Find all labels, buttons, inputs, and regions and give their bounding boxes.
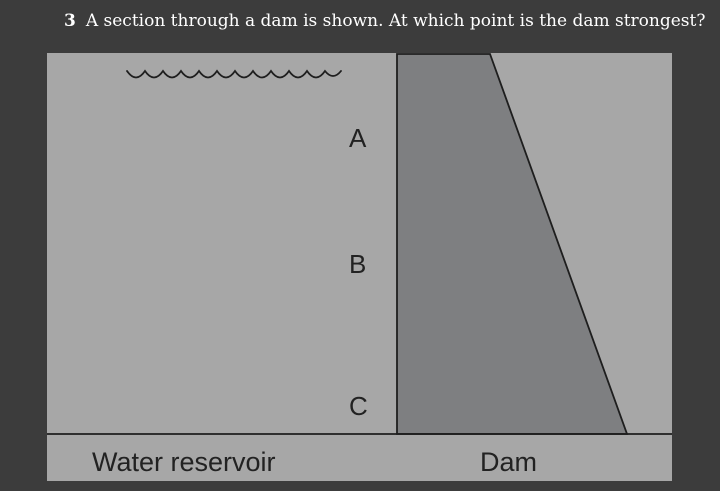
water-reservoir-label: Water reservoir <box>92 447 276 477</box>
question-number: 3 <box>64 11 76 31</box>
point-b-label: B <box>349 249 367 279</box>
dam-diagram: A B C Water reservoir Dam <box>47 53 672 481</box>
dam-label: Dam <box>480 447 538 477</box>
question-text: 3 A section through a dam is shown. At wh… <box>64 8 705 34</box>
dam-cross-section <box>47 53 672 435</box>
point-c-label: C <box>349 391 368 421</box>
water-surface-waves <box>126 69 342 79</box>
dam-body <box>396 53 629 435</box>
point-a-label: A <box>349 123 367 153</box>
question-prompt: A section through a dam is shown. At whi… <box>85 11 706 31</box>
